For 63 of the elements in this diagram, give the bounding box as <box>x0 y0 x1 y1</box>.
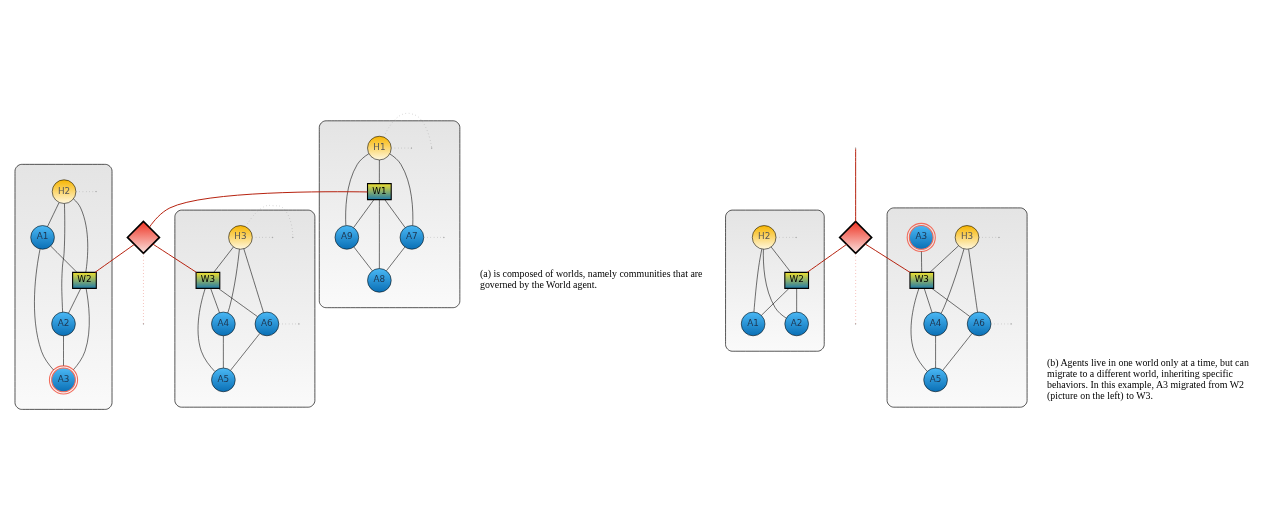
connector <box>931 288 970 317</box>
connector <box>73 198 88 273</box>
node-box: W3 <box>909 271 935 289</box>
connector <box>855 148 857 222</box>
node-circle: A5 <box>923 367 948 393</box>
connector <box>770 246 791 273</box>
connector <box>152 243 197 273</box>
node-circle: A1 <box>741 311 766 337</box>
connector <box>50 245 78 273</box>
connector <box>910 288 928 372</box>
node-circle: A2 <box>784 311 809 337</box>
node-diamond <box>838 220 873 255</box>
node-circle: A1 <box>30 225 55 250</box>
connector <box>213 246 234 273</box>
node-circle: H2 <box>51 179 77 204</box>
node-circle: H3 <box>954 225 980 250</box>
connector <box>61 203 66 313</box>
connector <box>197 288 215 372</box>
cluster <box>174 209 316 408</box>
node-circle: A6 <box>967 311 992 337</box>
connector <box>864 243 911 273</box>
connector <box>245 205 294 238</box>
connector <box>929 245 959 273</box>
node-circle: A7 <box>399 225 425 250</box>
node-circle: A4 <box>923 311 948 337</box>
cluster <box>318 120 461 308</box>
cluster <box>14 164 113 410</box>
connector <box>384 199 406 228</box>
label: (a) is composed of worlds, namely communities that are governed by the World agent. <box>479 268 703 291</box>
connector <box>921 251 922 273</box>
connector <box>383 113 432 148</box>
connector <box>942 333 973 371</box>
connector <box>94 244 135 273</box>
connector <box>73 288 90 370</box>
node-diamond <box>126 220 161 255</box>
label: (b) Agents live in one world only at a time, but can migrate to a different world, inheriting specific behaviors. In this example, A3 migrated from W2 (picture on the left) to W3. <box>1046 356 1249 401</box>
connector <box>761 288 790 316</box>
node-box: W3 <box>195 271 221 289</box>
node-box: W2 <box>784 271 810 289</box>
connector <box>796 288 797 313</box>
connector <box>379 199 380 269</box>
connector <box>148 191 368 228</box>
connector <box>68 288 81 314</box>
cluster <box>886 207 1028 408</box>
connector <box>210 288 220 313</box>
node-box: W2 <box>72 271 97 289</box>
node-circle: A6 <box>254 311 280 337</box>
node-box: W1 <box>366 183 392 201</box>
node-circle: A4 <box>211 311 236 337</box>
connector <box>924 288 933 313</box>
connector <box>353 199 375 228</box>
connector <box>379 159 380 184</box>
node-circle: A8 <box>367 268 392 293</box>
node-circle: H2 <box>752 225 777 250</box>
node-circle: A5 <box>211 367 236 393</box>
connector <box>806 244 847 273</box>
connector <box>218 288 258 317</box>
cluster <box>725 209 825 352</box>
node-circle: H1 <box>367 135 392 161</box>
node-circle: H3 <box>228 225 253 250</box>
node-circle: A9 <box>334 225 359 250</box>
connector <box>763 248 787 319</box>
node-circle: A2 <box>51 311 76 337</box>
